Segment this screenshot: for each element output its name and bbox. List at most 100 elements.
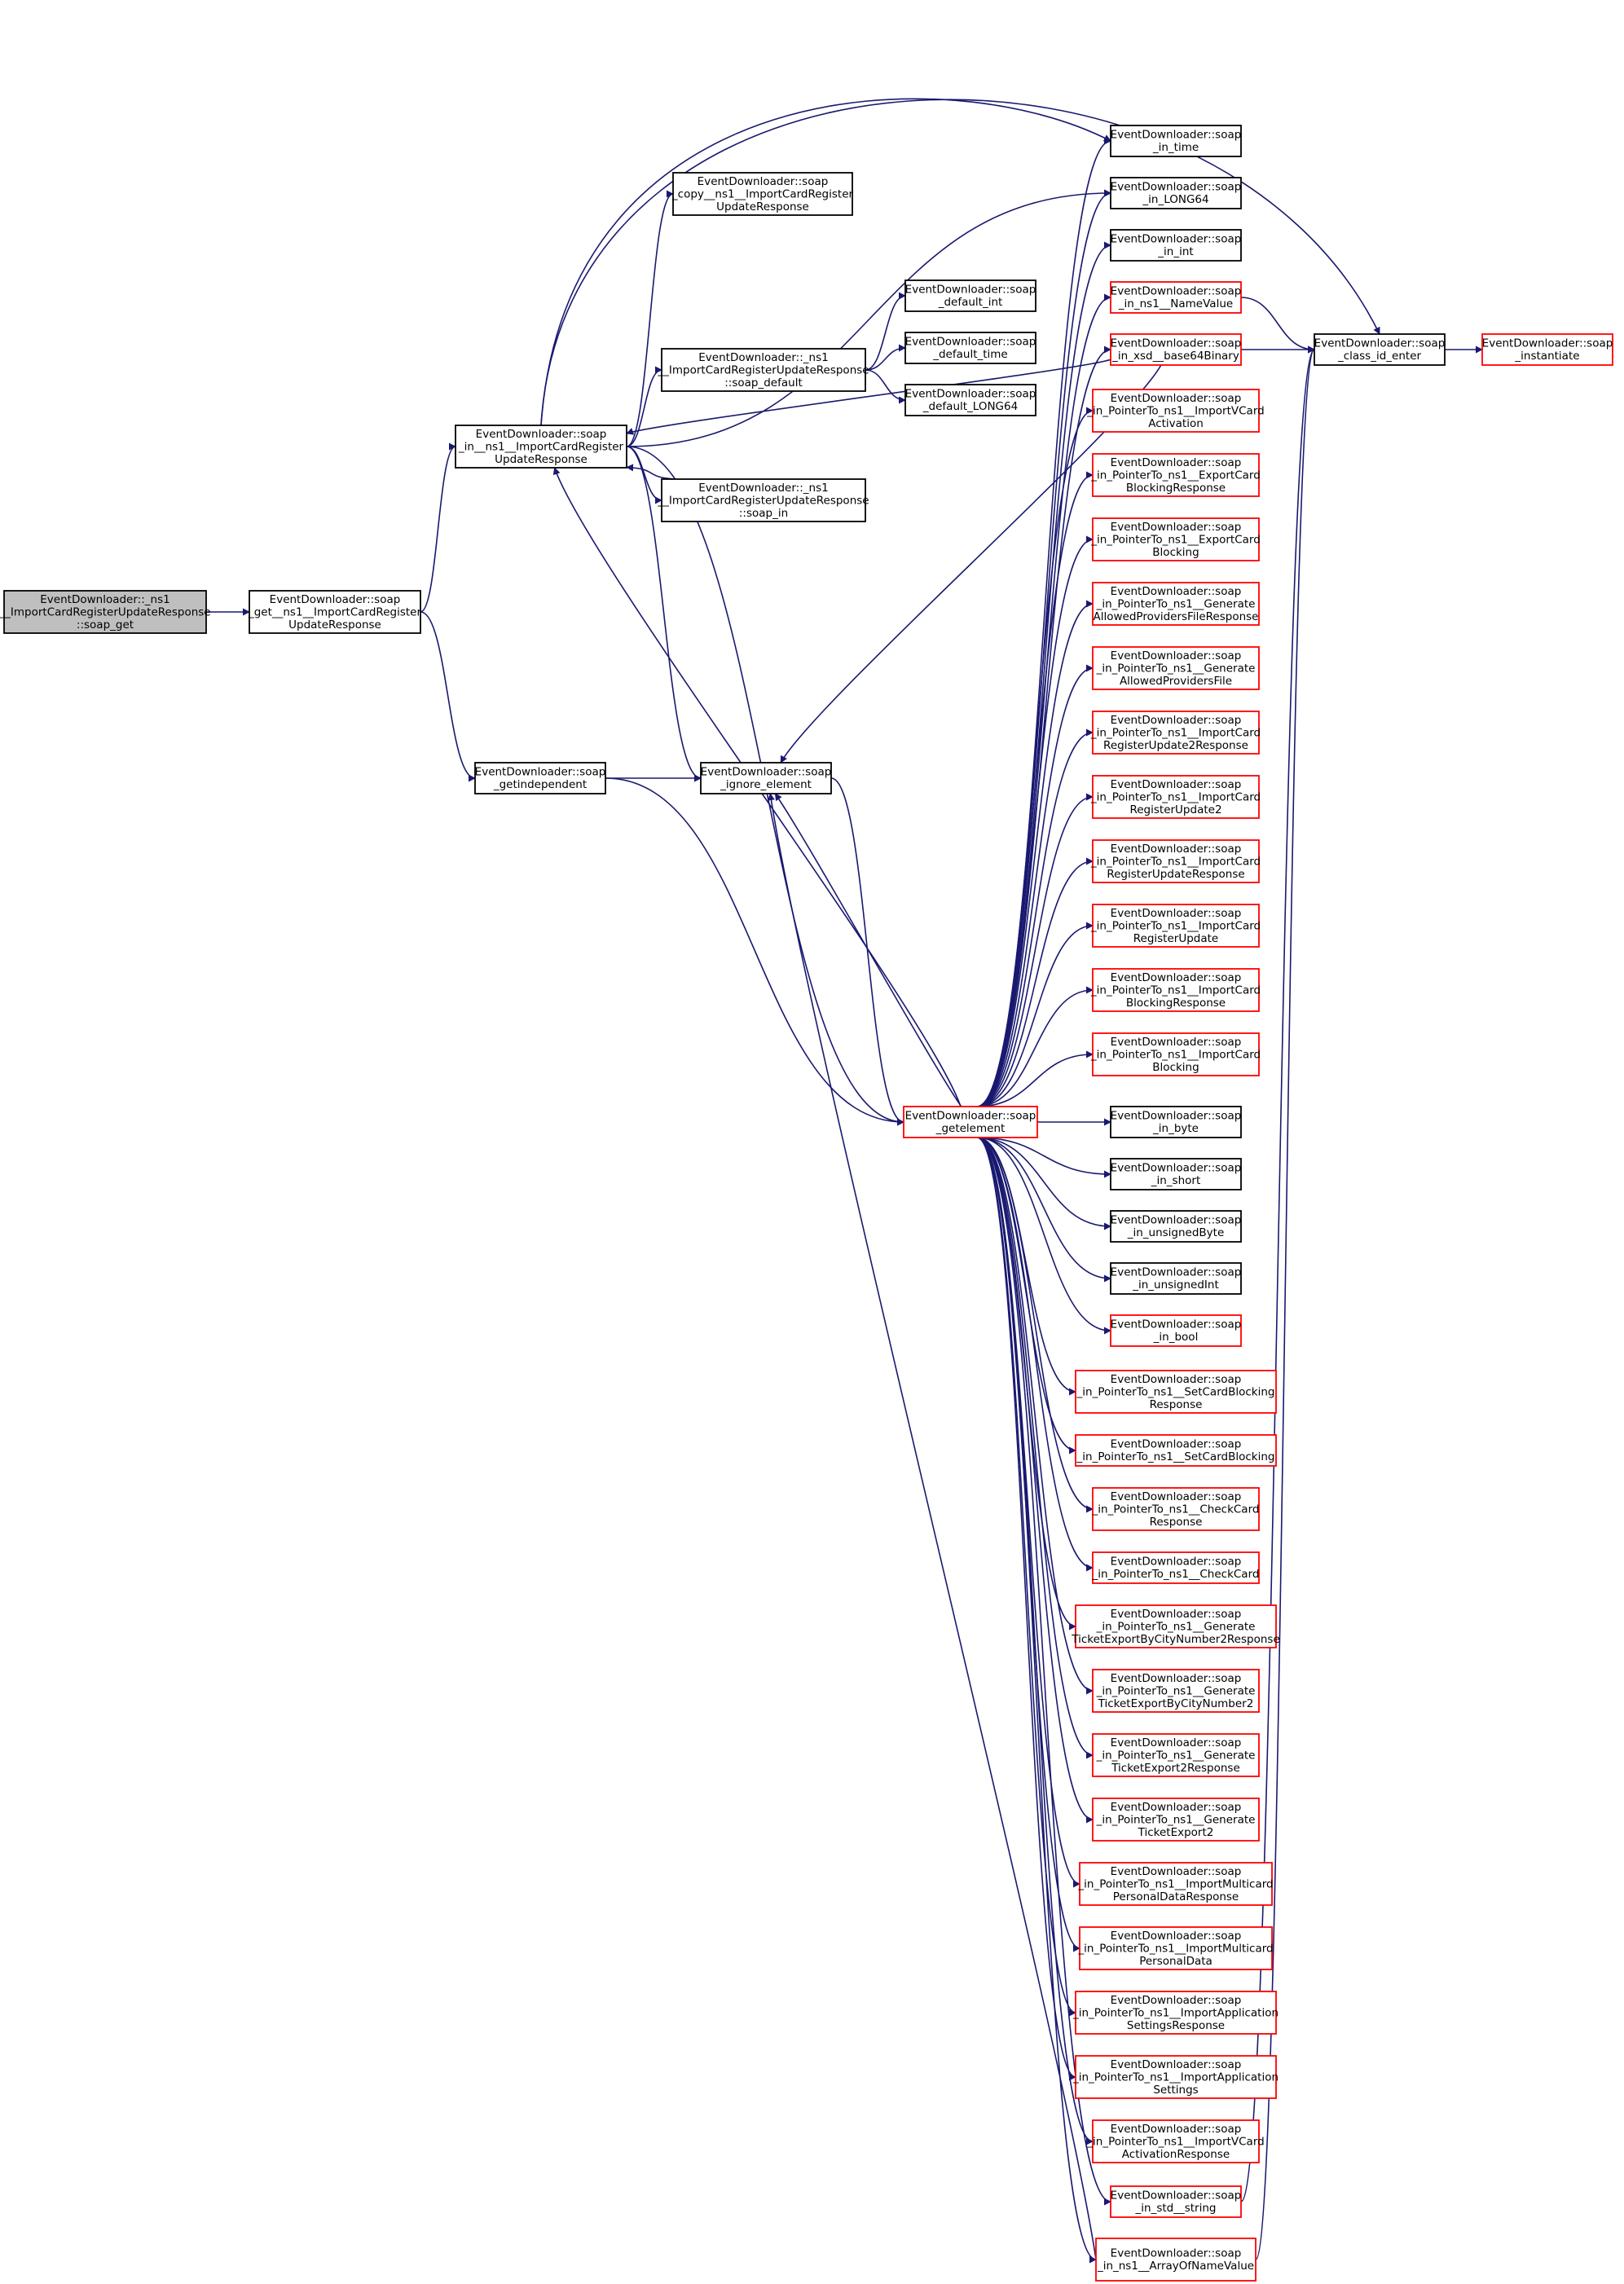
edge-soap_in-to-in_resp — [626, 464, 676, 480]
node-box — [1110, 281, 1242, 314]
edge-line — [865, 344, 906, 371]
edge-line — [1240, 345, 1315, 2203]
node-in-resp[interactable]: EventDownloader::soap_in__ns1__ImportCar… — [455, 425, 627, 469]
node-p-ias-resp[interactable]: EventDownloader::soap_in_PointerTo_ns1__… — [1072, 1991, 1279, 2035]
node-label-line: _default_time — [932, 348, 1008, 361]
node-in-arr-nv[interactable]: EventDownloader::soap_in_ns1__ArrayOfNam… — [1095, 2238, 1257, 2282]
node-p-ias[interactable]: EventDownloader::soap_in_PointerTo_ns1__… — [1072, 2055, 1279, 2099]
node-p-exp-block-resp[interactable]: EventDownloader::soap_in_PointerTo_ns1__… — [1090, 453, 1261, 497]
node-in-bool[interactable]: EventDownloader::soap_in_bool — [1110, 1314, 1242, 1347]
edge-line — [830, 777, 904, 1126]
node-p-scb-resp[interactable]: EventDownloader::soap_in_PointerTo_ns1__… — [1075, 1370, 1277, 1414]
node-label-line: AllowedProvidersFile — [1120, 675, 1232, 688]
node-label-line: EventDownloader::soap — [701, 766, 832, 779]
node-root[interactable]: EventDownloader::_ns1__ImportCardRegiste… — [0, 590, 211, 634]
edge-getelement-to-p_vcard_act — [976, 407, 1094, 1107]
node-in-long[interactable]: EventDownloader::soap_in_LONG64 — [1110, 177, 1242, 209]
node-p-icru-resp[interactable]: EventDownloader::soap_in_PointerTo_ns1__… — [1090, 839, 1261, 883]
node-box — [1092, 711, 1260, 755]
edge-line — [976, 1137, 1111, 2206]
node-p-cc-resp[interactable]: EventDownloader::soap_in_PointerTo_ns1__… — [1092, 1487, 1260, 1531]
node-box — [1110, 1314, 1242, 1347]
node-box — [249, 590, 421, 634]
node-p-icru2[interactable]: EventDownloader::soap_in_PointerTo_ns1__… — [1090, 775, 1261, 819]
node-label-line: EventDownloader::soap — [1111, 1162, 1242, 1175]
edge-getelement-to-in_bool — [976, 1137, 1111, 1335]
node-box — [1110, 333, 1242, 366]
node-p-gtebcn2[interactable]: EventDownloader::soap_in_PointerTo_ns1__… — [1092, 1669, 1260, 1713]
node-p-gen-apf[interactable]: EventDownloader::soap_in_PointerTo_ns1__… — [1092, 646, 1260, 690]
edge-getelement-to-p_cc_resp — [976, 1137, 1094, 1513]
node-in-int[interactable]: EventDownloader::soap_in_int — [1110, 229, 1242, 262]
node-in-ubyte[interactable]: EventDownloader::soap_in_unsignedByte — [1110, 1210, 1242, 1243]
edge-line — [976, 1137, 1094, 1513]
node-box — [1092, 646, 1260, 690]
node-p-gtebcn2-resp[interactable]: EventDownloader::soap_in_PointerTo_ns1__… — [1071, 1604, 1280, 1648]
node-p-cc[interactable]: EventDownloader::soap_in_PointerTo_ns1__… — [1092, 1551, 1260, 1584]
node-label-line: _in_PointerTo_ns1__ImportCard — [1090, 855, 1261, 868]
edge-getelement-to-p_icru2_resp — [976, 728, 1094, 1107]
edge-line — [976, 1137, 1111, 1283]
node-copy[interactable]: EventDownloader::soap_copy__ns1__ImportC… — [671, 172, 854, 216]
node-label-line: _in_int — [1157, 245, 1193, 258]
node-p-icb-resp[interactable]: EventDownloader::soap_in_PointerTo_ns1__… — [1090, 968, 1261, 1012]
edge-line — [976, 471, 1094, 1107]
node-label-line: EventDownloader::soap — [905, 388, 1036, 401]
node-ignore[interactable]: EventDownloader::soap_ignore_element — [700, 762, 832, 794]
node-getelement[interactable]: EventDownloader::soap_getelement — [903, 1106, 1038, 1138]
node-label-line: PersonalDataResponse — [1113, 1890, 1239, 1903]
node-soap-in[interactable]: EventDownloader::_ns1__ImportCardRegiste… — [657, 478, 869, 522]
node-p-scb[interactable]: EventDownloader::soap_in_PointerTo_ns1__… — [1075, 1434, 1277, 1467]
node-label-line: BlockingResponse — [1126, 997, 1226, 1010]
node-p-exp-block[interactable]: EventDownloader::soap_in_PointerTo_ns1__… — [1090, 517, 1261, 561]
node-getindep[interactable]: EventDownloader::soap_getindependent — [474, 762, 606, 794]
node-p-impd-resp[interactable]: EventDownloader::soap_in_PointerTo_ns1__… — [1077, 1862, 1274, 1906]
node-p-gte2[interactable]: EventDownloader::soap_in_PointerTo_ns1__… — [1092, 1798, 1260, 1842]
edge-getelement-to-in_short — [976, 1137, 1111, 1178]
node-instantiate[interactable]: EventDownloader::soap_instantiate — [1481, 333, 1613, 366]
edge-getelement-to-p_cc — [976, 1137, 1094, 1572]
node-label-line: _in_ns1__ArrayOfNameValue — [1097, 2260, 1254, 2273]
node-in-b64[interactable]: EventDownloader::soap_in_xsd__base64Bina… — [1110, 333, 1242, 366]
node-label-line: EventDownloader::soap — [476, 428, 607, 441]
edge-in_string-to-class_id — [1240, 345, 1315, 2203]
node-def-int[interactable]: EventDownloader::soap_default_int — [904, 279, 1036, 312]
node-p-icb[interactable]: EventDownloader::soap_in_PointerTo_ns1__… — [1090, 1032, 1261, 1076]
node-in-uint[interactable]: EventDownloader::soap_in_unsignedInt — [1110, 1262, 1242, 1295]
edge-in_resp-to-soap_in — [626, 446, 662, 504]
node-in-byte[interactable]: EventDownloader::soap_in_byte — [1110, 1106, 1242, 1138]
node-p-icru[interactable]: EventDownloader::soap_in_PointerTo_ns1__… — [1090, 904, 1261, 948]
node-box — [1075, 1991, 1277, 2035]
node-in-namevalue[interactable]: EventDownloader::soap_in_ns1__NameValue — [1110, 281, 1242, 314]
node-label-line: Settings — [1153, 2084, 1198, 2097]
edge-line — [976, 1137, 1111, 1178]
node-label-line: _in_unsignedByte — [1127, 1226, 1225, 1239]
node-label-line: _in_PointerTo_ns1__ImportCard — [1090, 1048, 1261, 1061]
edge-getelement-to-in_string — [976, 1137, 1111, 2206]
node-box — [1092, 1551, 1260, 1584]
node-label-line: ::soap_get — [77, 618, 134, 632]
edge-getelement-to-p_gte2_resp — [976, 1137, 1094, 1759]
node-p-gte2-resp[interactable]: EventDownloader::soap_in_PointerTo_ns1__… — [1092, 1733, 1260, 1777]
node-p-gen-apf-resp[interactable]: EventDownloader::soap_in_PointerTo_ns1__… — [1092, 582, 1260, 626]
edge-soap_default-to-def_time — [865, 344, 906, 371]
node-def-long[interactable]: EventDownloader::soap_default_LONG64 — [904, 384, 1036, 416]
node-def-time[interactable]: EventDownloader::soap_default_time — [904, 332, 1036, 364]
node-in-string[interactable]: EventDownloader::soap_in_std__string — [1110, 2185, 1242, 2218]
edge-getelement-to-p_icb — [976, 1050, 1094, 1107]
node-in-time[interactable]: EventDownloader::soap_in_time — [1110, 125, 1242, 157]
node-p-vcard-act[interactable]: EventDownloader::soap_in_PointerTo_ns1__… — [1086, 389, 1265, 433]
edge-line — [976, 728, 1094, 1107]
node-box — [1075, 1434, 1277, 1467]
node-class-id[interactable]: EventDownloader::soap_class_id_enter — [1314, 333, 1446, 366]
node-p-icru2-resp[interactable]: EventDownloader::soap_in_PointerTo_ns1__… — [1090, 711, 1261, 755]
node-soap-default[interactable]: EventDownloader::_ns1__ImportCardRegiste… — [657, 348, 869, 392]
node-p-vcard-act-resp[interactable]: EventDownloader::soap_in_PointerTo_ns1__… — [1086, 2119, 1265, 2163]
node-p-impd[interactable]: EventDownloader::soap_in_PointerTo_ns1__… — [1077, 1926, 1274, 1970]
node-in-short[interactable]: EventDownloader::soap_in_short — [1110, 1158, 1242, 1190]
edge-line — [626, 446, 662, 504]
edge-line — [976, 407, 1094, 1107]
node-get-resp[interactable]: EventDownloader::soap_get__ns1__ImportCa… — [248, 590, 422, 634]
node-box — [904, 332, 1036, 364]
node-label-line: RegisterUpdate2 — [1129, 803, 1221, 816]
